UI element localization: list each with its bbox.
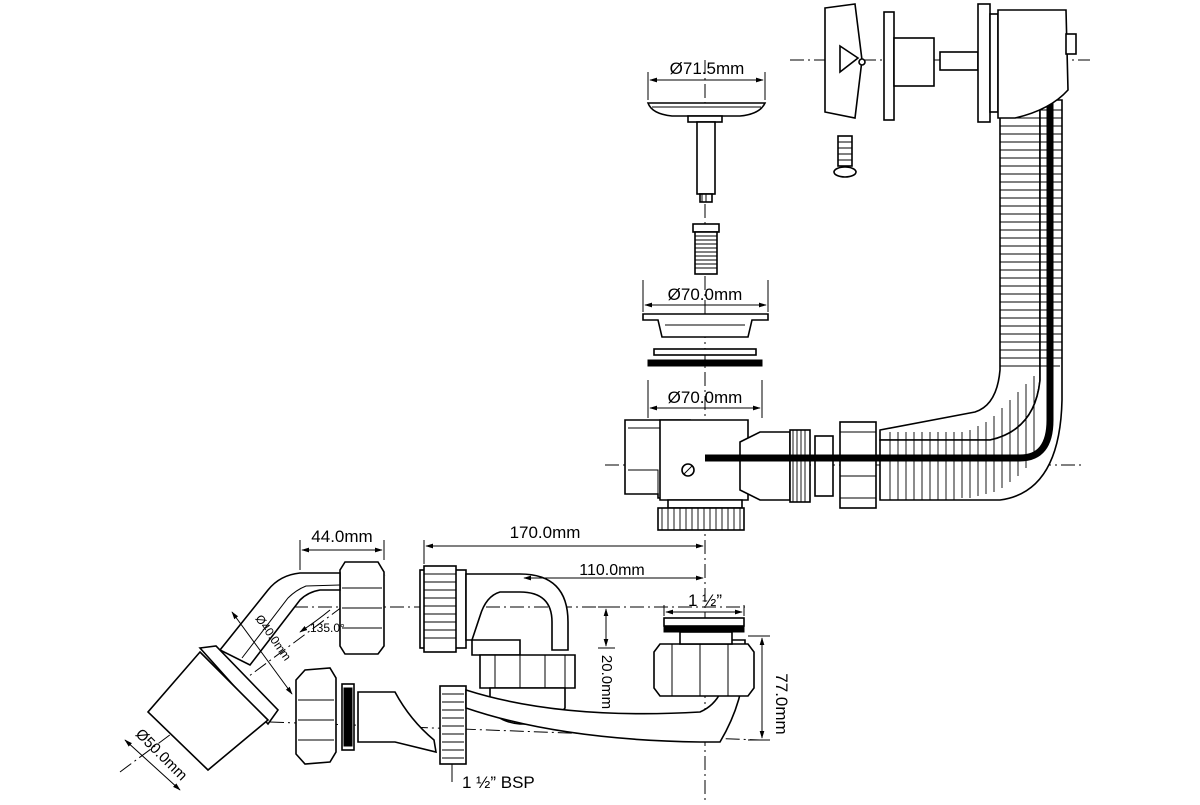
seal-diameter-label: Ø70.0mm (668, 388, 743, 407)
popup-cap (646, 102, 767, 203)
cover-screw (833, 135, 857, 178)
trap-span-label: 170.0mm (510, 523, 581, 542)
water-seal-label: 20.0mm (598, 655, 615, 709)
overflow-cover (824, 3, 1077, 123)
trap-outlet-bottom (439, 639, 746, 765)
trap-coupling-left (295, 667, 355, 765)
inlet-thread-label: 1 ½” (688, 591, 722, 610)
rubber-seal (647, 348, 763, 367)
trap-elbow-inlet (339, 561, 385, 655)
corrugated-hose (705, 99, 1063, 501)
elbow-offset-label: 44.0mm (311, 527, 372, 546)
drain-body (624, 419, 877, 531)
trap-tail-piece (357, 691, 437, 754)
strainer-diameter-label: Ø70.0mm (668, 285, 743, 304)
trap-threaded-socket (419, 565, 467, 653)
trap-outlet-span-label: 110.0mm (579, 562, 645, 579)
dimension-lines (124, 72, 770, 791)
trap-right-coupling (653, 617, 755, 697)
elbow-angle-label: 135.0° (310, 621, 345, 635)
strainer-plate (642, 313, 769, 338)
trap-height-label: 77.0mm (772, 673, 791, 734)
threaded-stud (692, 223, 720, 275)
cap-diameter-label: Ø71.5mm (670, 59, 745, 78)
outlet-thread-label: 1 ½” BSP (462, 773, 535, 792)
